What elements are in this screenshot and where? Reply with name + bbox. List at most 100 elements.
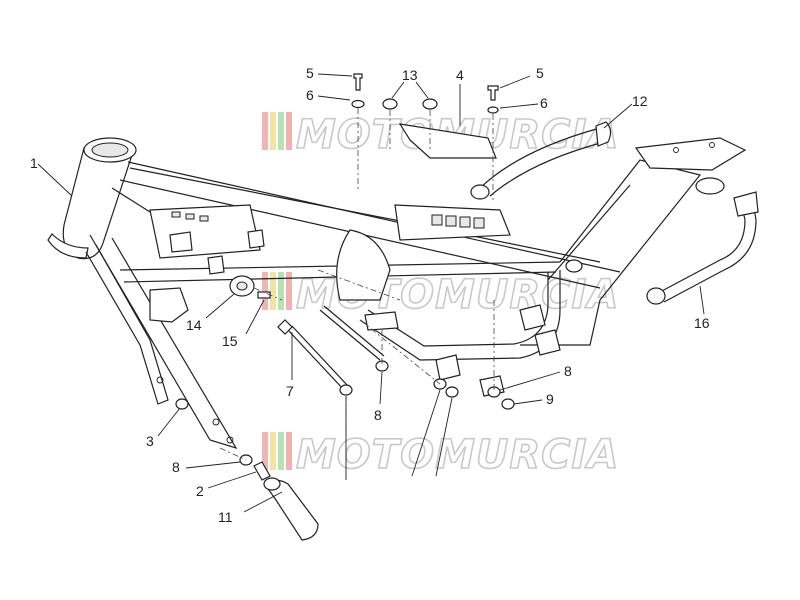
bolt-7-shaft [287,329,345,391]
tray-slot [473,217,485,229]
axis-line [219,447,247,461]
part-4-bracket [398,123,497,159]
lower-cradle-inner [367,272,549,347]
callout-5-left: 5 [306,65,314,81]
leader-13-right [415,81,429,99]
bar-clamp [733,191,759,217]
bracket [534,329,561,356]
steering-head-lower [47,233,89,259]
watermark-stripe [270,112,276,150]
bolt-7-shaft-b [291,325,349,387]
callout-8-mid: 8 [374,407,382,423]
leader-1 [37,163,73,197]
steering-head-bore [91,142,129,158]
watermark-stripe [262,432,268,470]
tube-bracket [595,121,612,147]
callout-6-right: 6 [540,95,548,111]
stud-2 [253,461,271,481]
callout-2: 2 [196,483,204,499]
watermark-stripe [270,272,276,310]
plate-slot [171,211,181,218]
leader-8-right [499,371,561,391]
leader-8-left [185,461,241,469]
watermark-bottom: MOTOMURCIA [262,431,619,479]
watermark-stripe [286,272,292,310]
callout-8-left: 8 [172,459,180,475]
main-frame [47,137,747,450]
tube-end [470,184,490,200]
leader-13-left [391,81,405,99]
nut-3 [175,398,189,410]
nut [445,386,459,398]
bar-inner [663,195,757,303]
callout-6-left: 6 [306,87,314,103]
watermark-stripe [278,272,284,310]
screw-5-right [487,85,499,101]
part-16-grab-bar [646,191,759,305]
plate-hole [709,142,715,148]
bracket [247,229,265,249]
center-pivot-plate [336,229,391,301]
leader-14 [205,293,235,319]
tube-11-end [263,477,281,491]
front-down-tube-left [85,244,169,405]
tube-lower [489,141,605,197]
leader-3 [157,407,181,437]
engine-bracket-left [149,287,189,323]
mount-hole [212,418,220,426]
bolt-long-shaft-b [323,305,385,357]
top-tube-upper [127,161,621,273]
leader-6-left [317,95,351,101]
bolt-7-head [277,319,293,335]
watermark-stripe [270,432,276,470]
callout-5-right: 5 [536,65,544,81]
mount-hole [226,436,234,444]
assembly-lines [219,108,495,461]
callout-3: 3 [146,433,154,449]
leader-2 [207,471,257,489]
leader-8-mid [379,371,383,405]
callout-4: 4 [456,67,464,83]
watermark-stripe [278,432,284,470]
leader-11 [243,491,283,513]
axis-line [253,287,283,301]
watermark-stripe [286,432,292,470]
washer-8 [339,384,353,396]
callout-12: 12 [632,93,648,109]
bracket [207,255,225,275]
screw-5-left [353,73,363,91]
bracket [519,304,546,331]
rear-mount [695,177,725,195]
washer-6-left [351,99,365,109]
plate-hole [673,147,679,153]
bracket [169,231,193,253]
callout-16: 16 [694,315,710,331]
leader-15 [245,299,265,335]
front-down-tube [89,234,238,450]
bar-outer [659,197,746,293]
spacer-15 [257,291,271,299]
watermark-stripe [262,112,268,150]
axis-line [359,319,441,385]
callout-9: 9 [546,391,554,407]
callout-14: 14 [186,317,202,333]
plate-slot [199,215,209,222]
washer-6-right [487,106,499,114]
rear-plate [634,137,747,171]
callout-8-right: 8 [564,363,572,379]
nut-9 [501,398,515,410]
rear-frame-stay [547,184,631,281]
leader-5-right [499,75,531,89]
grommet-13-right [422,98,438,110]
bracket [364,311,399,331]
steering-head-tube [62,147,133,260]
watermark-middle: MOTOMURCIA [262,271,619,319]
gusset-line [111,187,151,213]
gusset-plate [149,204,261,259]
tray-slot [459,216,471,228]
grommet-13-left [382,98,398,110]
leader-6-right [499,103,539,109]
callout-1: 1 [30,155,38,171]
